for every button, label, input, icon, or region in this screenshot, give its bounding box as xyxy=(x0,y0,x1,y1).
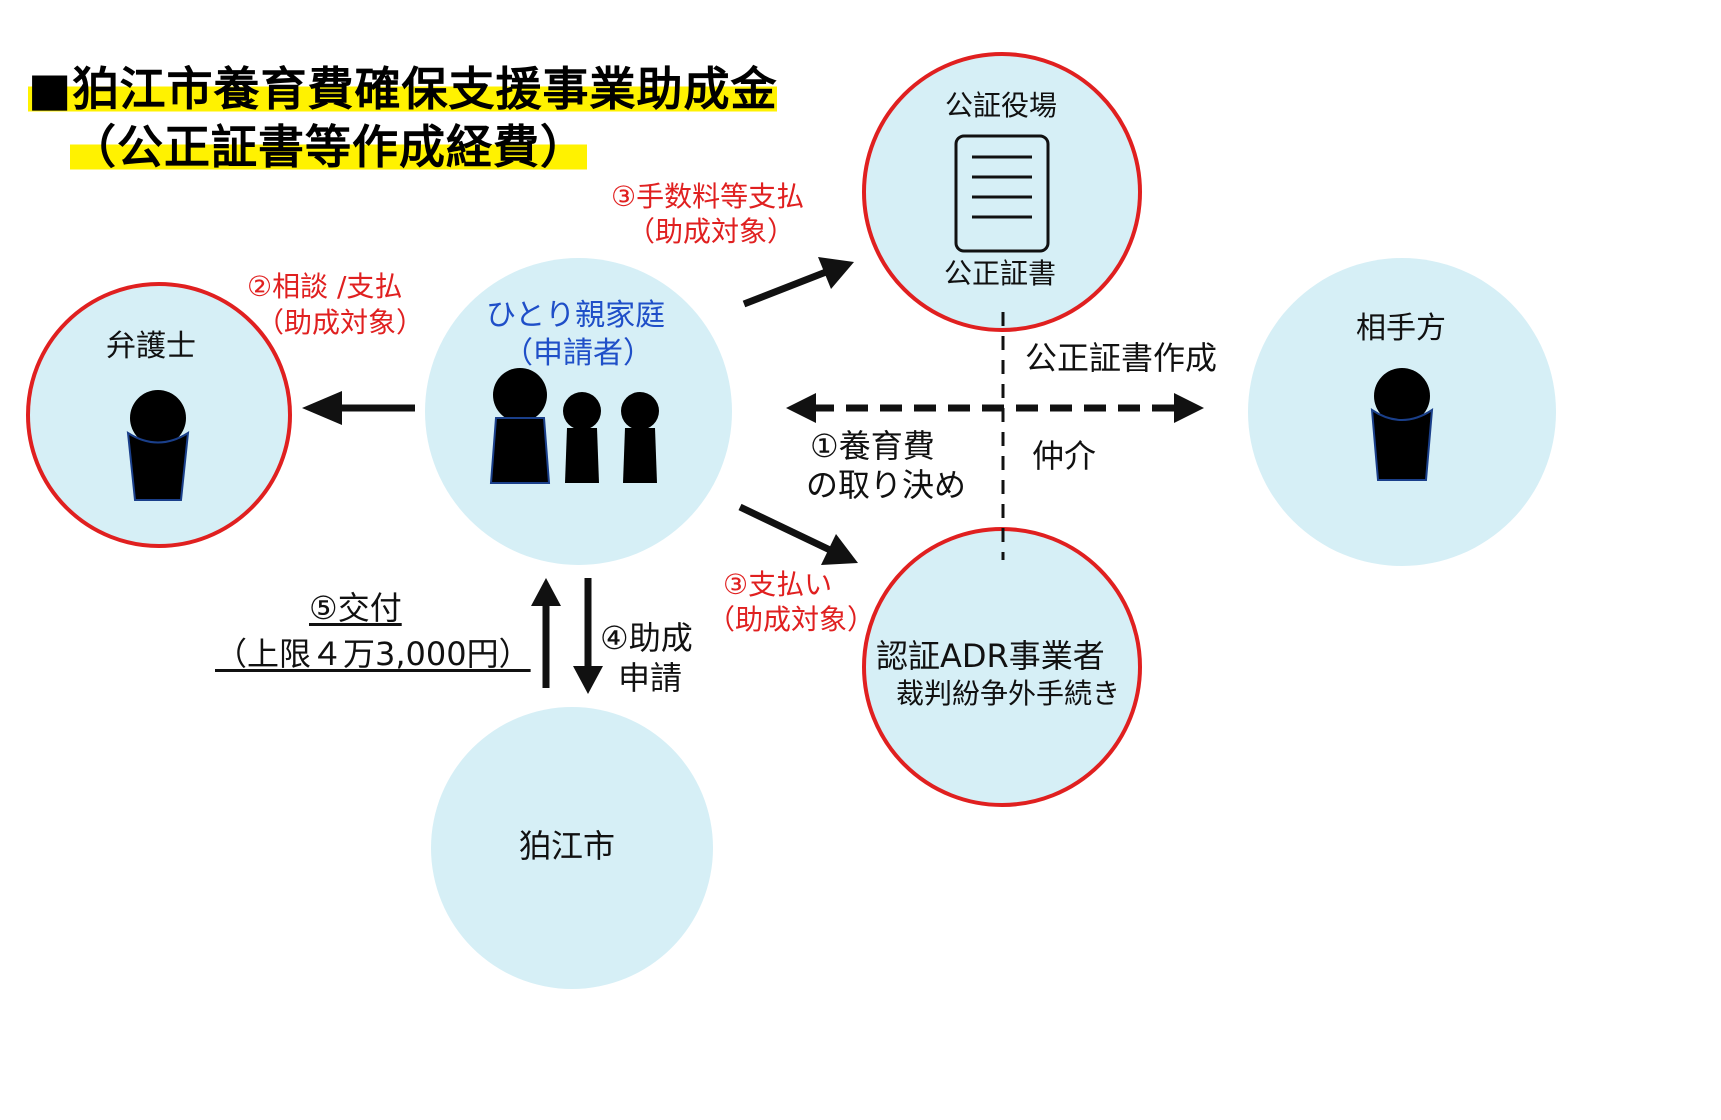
subsidy-application-label: ④助成 xyxy=(600,619,693,657)
applicant-sub-label: （申請者） xyxy=(503,336,653,371)
notarial-deed-creation-label: 公正証書作成 xyxy=(1025,339,1218,377)
grant-label: ⑤交付 xyxy=(309,589,402,627)
notary-fee-edge-label: ③手数料等支払 xyxy=(611,180,805,213)
arrow-applicant-to-lawyer xyxy=(302,391,415,425)
node-adr-provider xyxy=(862,527,1142,807)
person-icon-counterparty xyxy=(1370,368,1434,481)
grant-limit-label: （上限４万3,000円） xyxy=(215,635,531,673)
arrow-applicant-to-notary xyxy=(742,257,854,308)
agreement-edge-sublabel: の取り決め xyxy=(806,466,967,504)
adr-provider-sub-label: 裁判紛争外手続き xyxy=(896,677,1121,710)
person-icon-lawyer xyxy=(126,390,190,501)
agreement-edge-label: ①養育費 xyxy=(810,427,935,465)
arrow-agreement-bidirectional xyxy=(786,393,1204,423)
lawyer-label: 弁護士 xyxy=(106,329,196,364)
document-icon xyxy=(954,134,1050,253)
subsidy-application-sublabel: 申請 xyxy=(618,659,683,697)
applicant-label: ひとり親家庭 xyxy=(486,298,666,333)
adr-payment-edge-label: ③支払い xyxy=(723,568,833,601)
diagram-title-line2: （公正証書等作成経費） xyxy=(70,120,587,174)
arrow-applicant-to-adr xyxy=(738,503,858,565)
family-icon-applicant xyxy=(489,368,659,484)
counterparty-label: 相手方 xyxy=(1356,311,1446,346)
diagram-title-line1: ■狛江市養育費確保支援事業助成金 xyxy=(28,62,778,116)
consult-edge-sublabel: （助成対象） xyxy=(256,306,425,339)
arrow-city-to-applicant xyxy=(531,578,561,688)
mediation-label: 仲介 xyxy=(1032,437,1097,475)
city-label: 狛江市 xyxy=(519,827,616,865)
arrow-applicant-to-city xyxy=(573,578,603,694)
notary-office-label: 公証役場 xyxy=(945,89,1058,122)
notarial-deed-label: 公正証書 xyxy=(944,257,1057,290)
adr-provider-label: 認証ADR事業者 xyxy=(876,637,1105,675)
notary-fee-edge-sublabel: （助成対象） xyxy=(627,215,796,248)
node-city xyxy=(431,707,713,989)
adr-payment-edge-sublabel: （助成対象） xyxy=(707,603,876,636)
consult-edge-label: ②相談 /支払 xyxy=(247,270,403,303)
